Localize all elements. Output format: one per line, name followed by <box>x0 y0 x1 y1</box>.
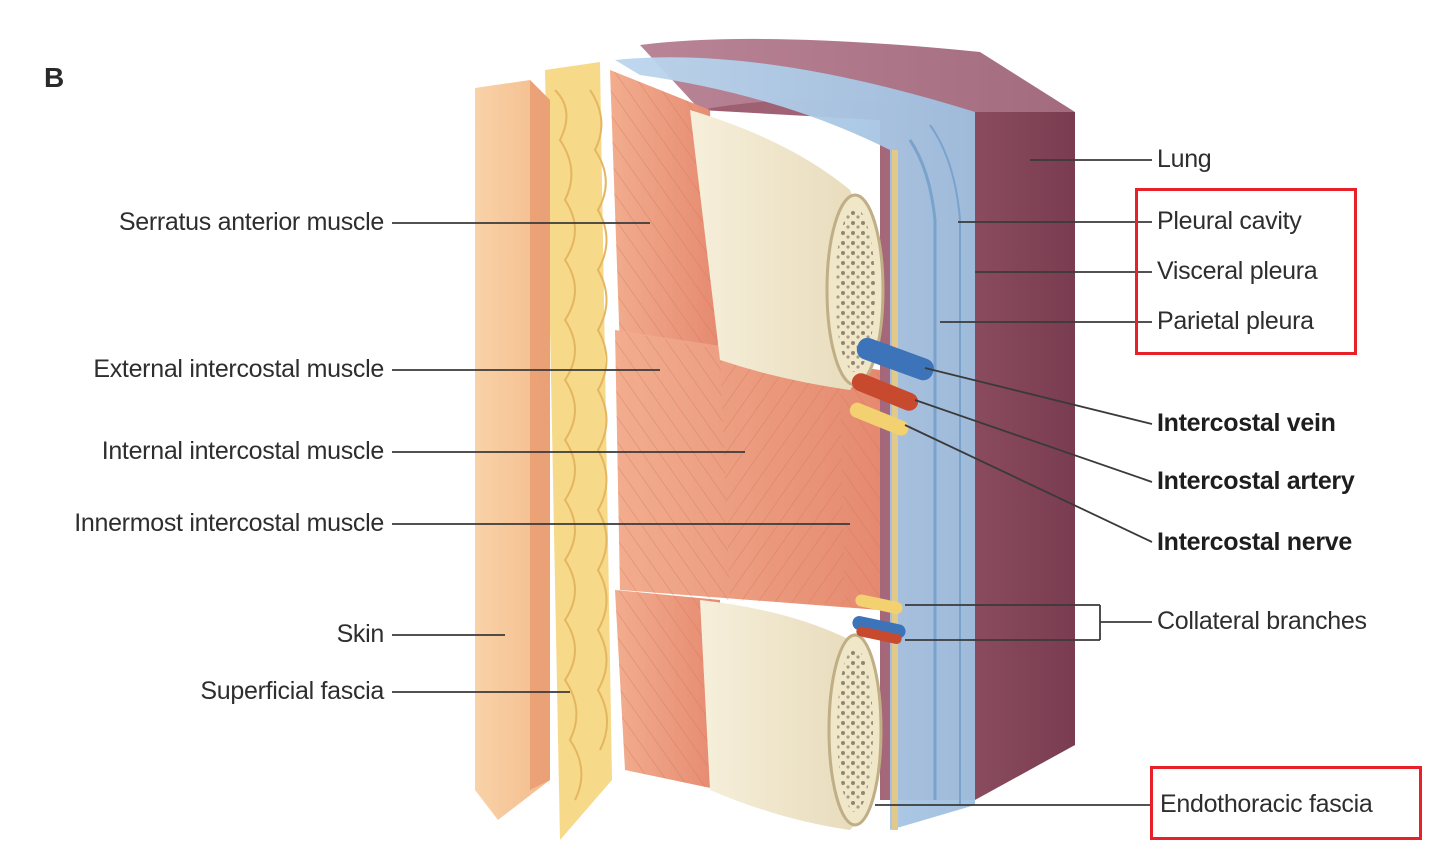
label-endothoracic-fascia: Endothoracic fascia <box>1160 790 1373 818</box>
lung-block-side <box>975 112 1075 800</box>
label-collateral-branches: Collateral branches <box>1157 607 1367 635</box>
right-leader-lines <box>875 159 1153 806</box>
collateral-branches <box>852 594 906 644</box>
label-parietal-pleura: Parietal pleura <box>1157 307 1314 335</box>
label-lung: Lung <box>1157 145 1212 173</box>
label-superficial-fascia: Superficial fascia <box>200 677 384 705</box>
label-visceral-pleura: Visceral pleura <box>1157 257 1318 285</box>
label-internal-intercostal-muscle: Internal intercostal muscle <box>101 437 385 465</box>
label-serratus-anterior-muscle: Serratus anterior muscle <box>118 208 384 236</box>
label-pleural-cavity: Pleural cavity <box>1157 207 1302 235</box>
label-innermost-intercostal-muscle: Innermost intercostal muscle <box>74 509 384 537</box>
superficial-fascia-block <box>545 62 612 840</box>
label-intercostal-vein: Intercostal vein <box>1157 409 1336 437</box>
endothoracic-fascia-highlight-box <box>1150 766 1422 840</box>
label-skin: Skin <box>336 620 385 648</box>
label-external-intercostal-muscle: External intercostal muscle <box>93 355 384 383</box>
left-leader-lines <box>392 222 850 693</box>
pleura-highlight-box <box>1135 188 1357 355</box>
label-intercostal-nerve: Intercostal nerve <box>1157 528 1352 556</box>
intercostal-nerve <box>849 402 909 436</box>
panel-letter: B <box>44 62 65 93</box>
label-intercostal-artery: Intercostal artery <box>1157 467 1355 495</box>
pleura-layers <box>615 57 975 830</box>
intercostal-artery <box>851 373 919 411</box>
intercostal-vein <box>856 337 934 381</box>
